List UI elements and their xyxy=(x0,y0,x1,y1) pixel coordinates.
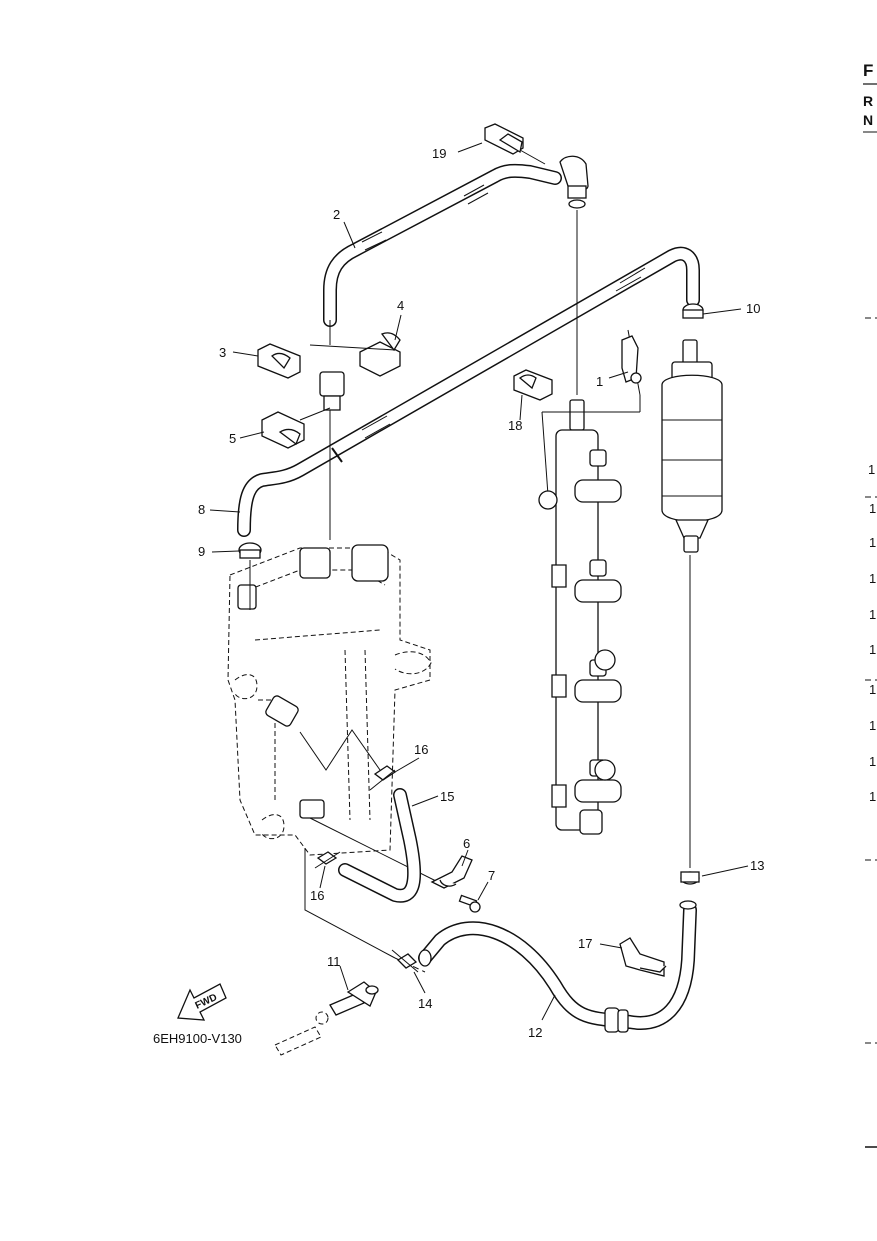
fuel-rail xyxy=(538,329,641,835)
part-label-11: 11 xyxy=(327,954,341,969)
part-label-13: 13 xyxy=(750,858,764,873)
edge-number: 1 xyxy=(869,682,876,697)
leader-lines xyxy=(209,142,749,1021)
injector xyxy=(551,759,622,835)
part-label-14: 14 xyxy=(418,996,432,1011)
edge-header-2: R xyxy=(863,93,873,109)
bracket-6 xyxy=(430,855,473,889)
edge-number: 1 xyxy=(869,607,876,622)
hose-15 xyxy=(338,788,422,903)
part-label-19: 19 xyxy=(432,146,446,161)
bolt-7 xyxy=(458,894,481,913)
part-label-15: 15 xyxy=(440,789,454,804)
part-label-5: 5 xyxy=(229,431,236,446)
part-labels: 19 2 4 3 5 8 9 10 1 18 16 15 6 7 16 13 1… xyxy=(198,146,764,1040)
part-label-6: 6 xyxy=(463,836,470,851)
part-label-18: 18 xyxy=(508,418,522,433)
edge-number: 1 xyxy=(869,571,876,586)
clip-14 xyxy=(391,949,419,973)
hose-8 xyxy=(237,246,700,537)
diagram-code: 6EH9100-V130 xyxy=(153,1031,242,1046)
clamp-19 xyxy=(484,123,546,165)
clip-16-lower xyxy=(314,851,341,869)
clip-16 xyxy=(369,765,397,791)
hose-12 xyxy=(418,900,697,1033)
clamp-10 xyxy=(682,303,704,319)
edge-number: 1 xyxy=(869,718,876,733)
injector xyxy=(538,449,622,510)
hose-2 xyxy=(323,163,562,345)
edge-number: 1 xyxy=(869,642,876,657)
part-label-16-lower: 16 xyxy=(310,888,324,903)
edge-number: 1 xyxy=(868,462,875,477)
edge-number: 1 xyxy=(869,535,876,550)
edge-number: 1 xyxy=(869,754,876,769)
edge-number: 1 xyxy=(869,789,876,804)
edge-header-3: N xyxy=(863,112,873,128)
part-label-16: 16 xyxy=(414,742,428,757)
fuel-pump xyxy=(661,339,723,553)
clip-1 xyxy=(621,335,642,384)
fwd-arrow-icon: FWD xyxy=(177,983,227,1021)
clip-4 xyxy=(359,332,401,377)
joint-11 xyxy=(274,981,379,1056)
clip-18 xyxy=(513,369,553,401)
clamp-13 xyxy=(680,555,700,885)
part-label-8: 8 xyxy=(198,502,205,517)
edge-header-1: F xyxy=(863,61,873,80)
clamp-9 xyxy=(238,542,262,610)
part-label-12: 12 xyxy=(528,1025,542,1040)
page-edge-table: F R N 1 1 1 1 1 1 1 1 1 1 xyxy=(863,61,877,1148)
separator-connector xyxy=(299,344,396,540)
part-label-10: 10 xyxy=(746,301,760,316)
injector xyxy=(551,649,622,703)
part-label-3: 3 xyxy=(219,345,226,360)
clip-5 xyxy=(261,411,305,449)
elbow-fitting xyxy=(559,155,589,395)
part-label-7: 7 xyxy=(488,868,495,883)
part-label-9: 9 xyxy=(198,544,205,559)
part-label-4: 4 xyxy=(397,298,404,313)
edge-number: 1 xyxy=(869,501,876,516)
clip-3 xyxy=(257,343,301,379)
part-label-17: 17 xyxy=(578,936,592,951)
clip-17 xyxy=(619,937,667,977)
part-label-2: 2 xyxy=(333,207,340,222)
part-label-1: 1 xyxy=(596,374,603,389)
injector xyxy=(551,559,622,603)
